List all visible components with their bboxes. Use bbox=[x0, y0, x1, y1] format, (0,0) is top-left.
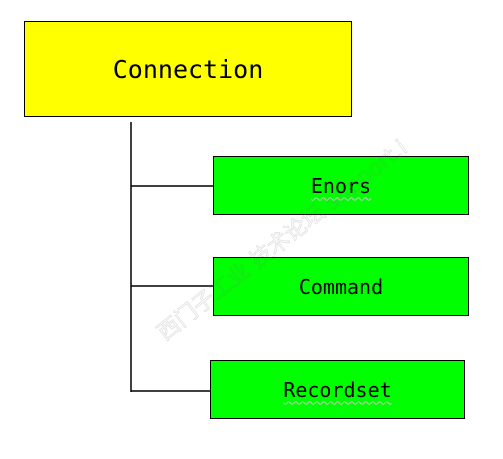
command-label: Command bbox=[298, 274, 384, 299]
errors-node: Enors bbox=[213, 156, 469, 215]
command-node: Command bbox=[213, 257, 469, 316]
connection-node: Connection bbox=[24, 21, 352, 117]
connection-label: Connection bbox=[112, 54, 264, 84]
recordset-node: Recordset bbox=[210, 360, 465, 419]
recordset-label: Recordset bbox=[283, 377, 392, 402]
errors-label: Enors bbox=[310, 173, 372, 198]
